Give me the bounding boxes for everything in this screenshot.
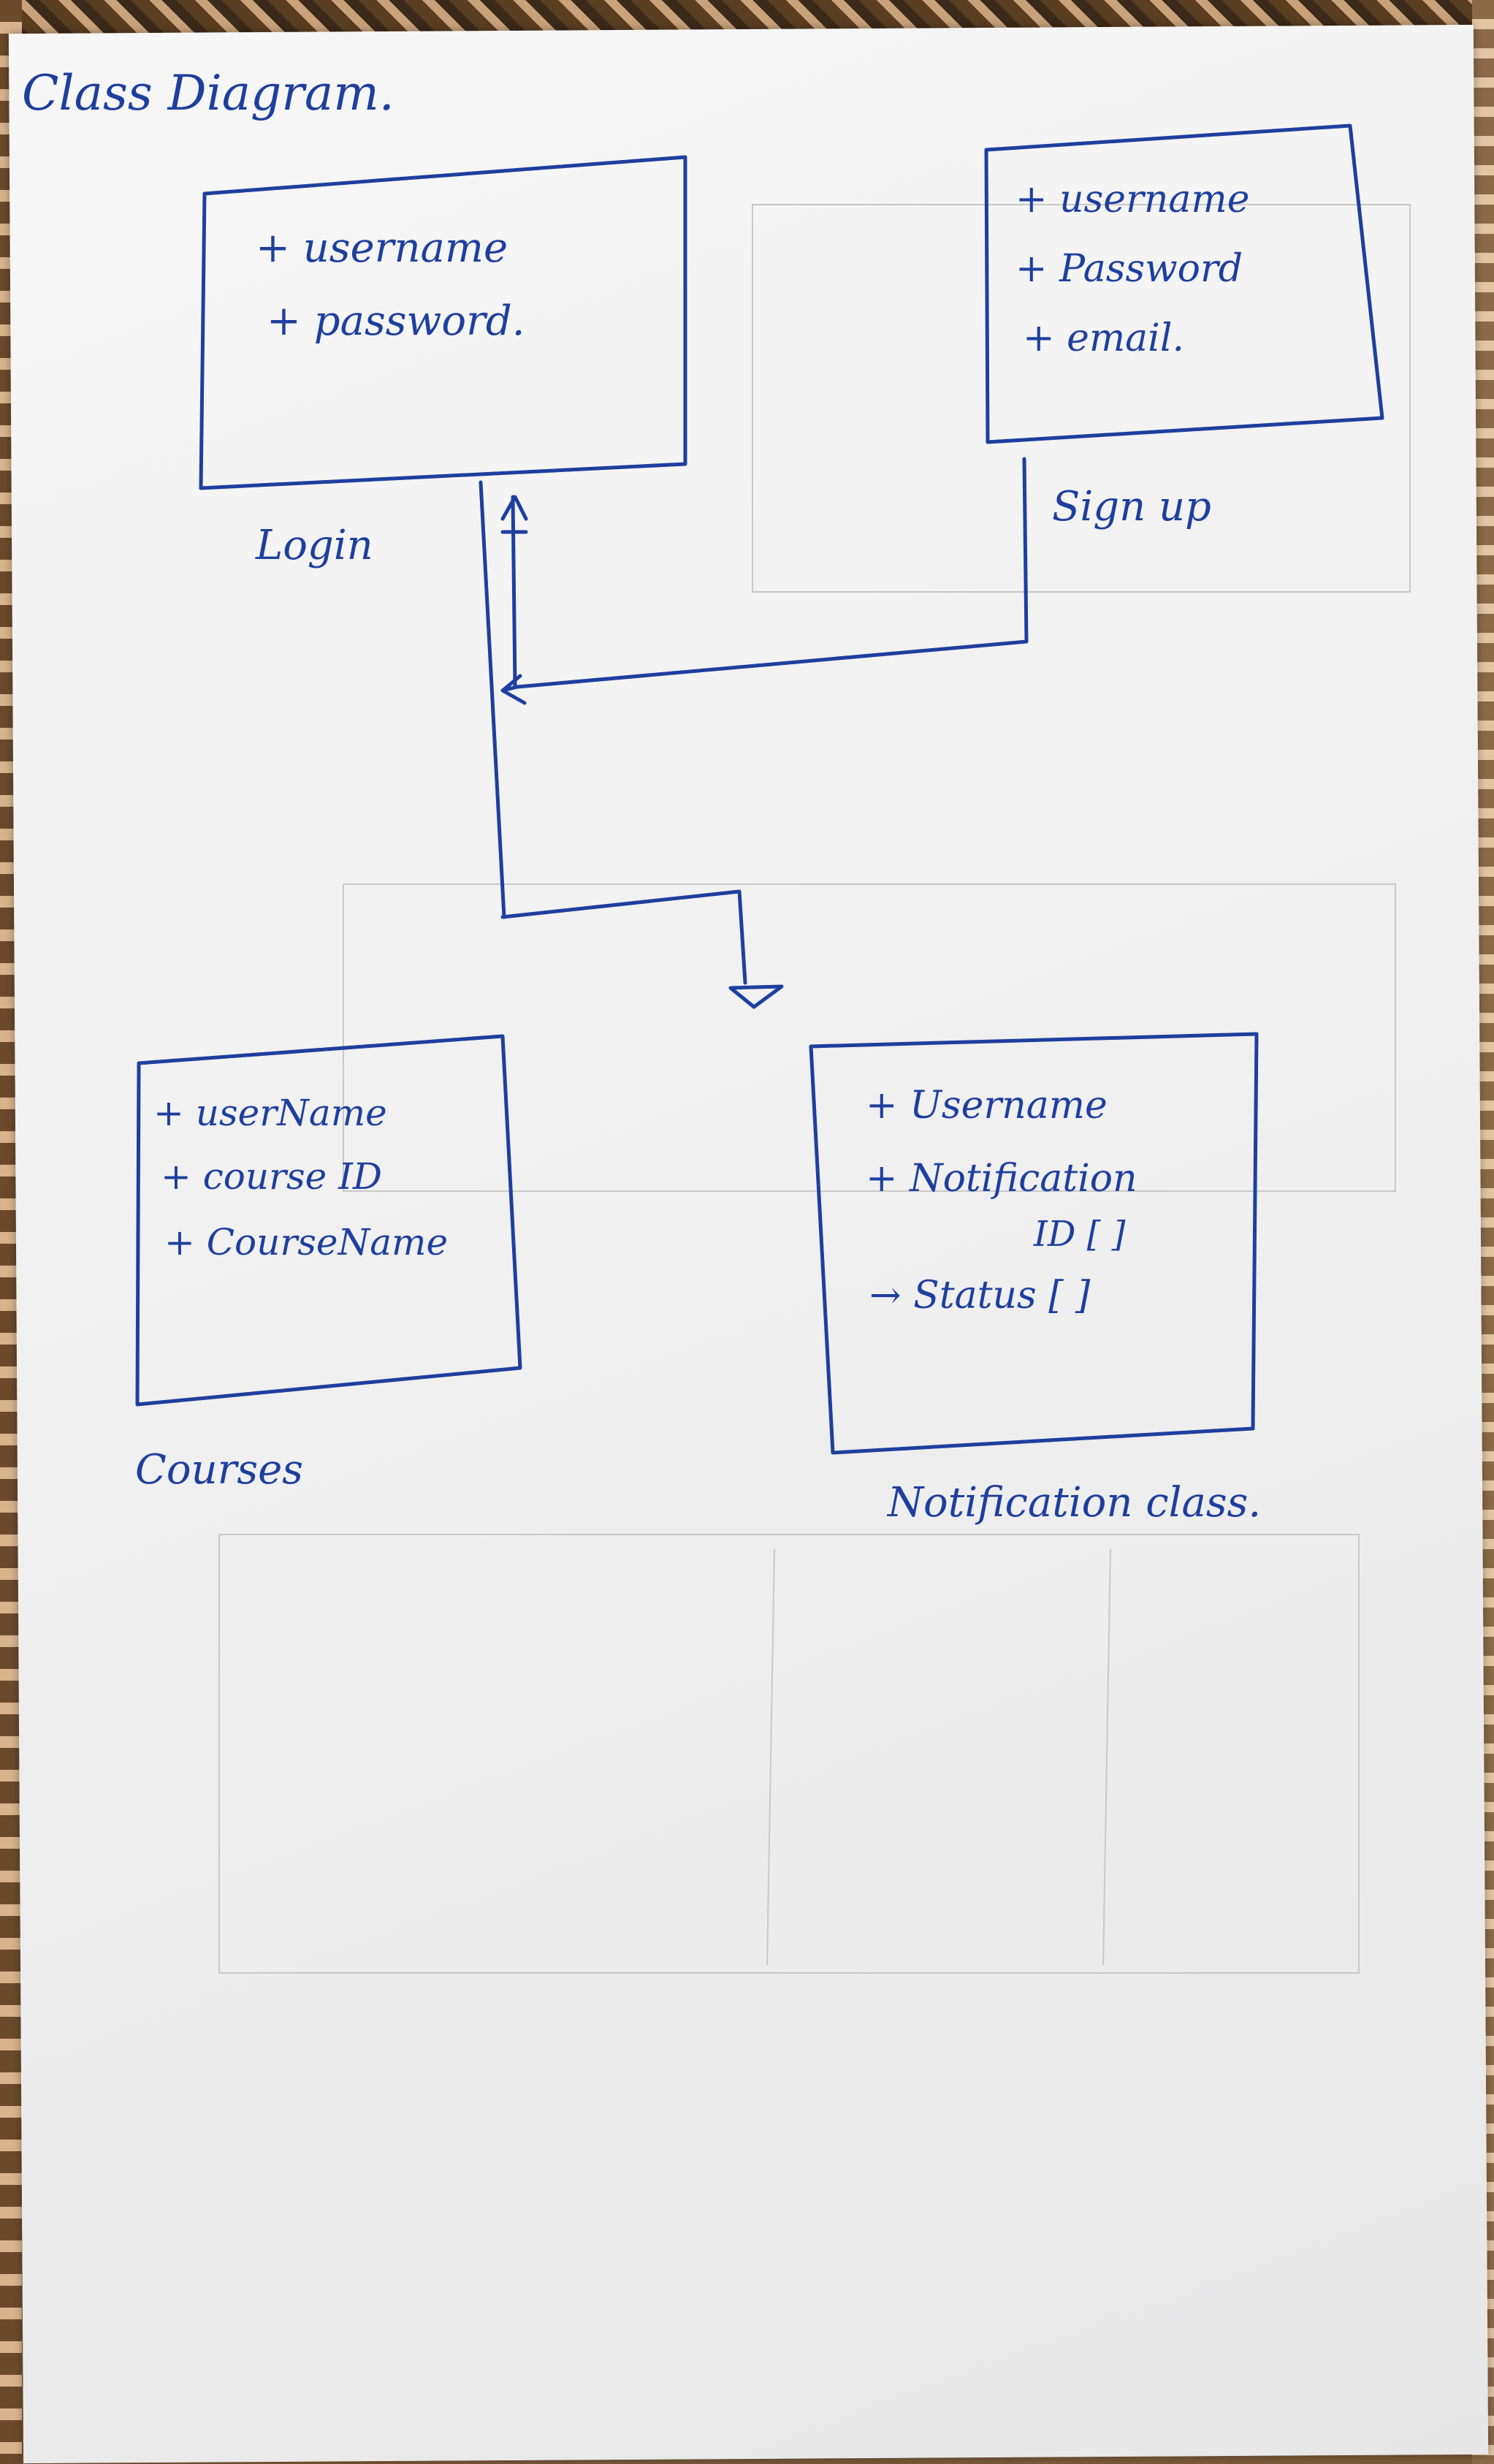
login-down-line bbox=[479, 480, 506, 919]
notification-attribute: ID [ ] bbox=[1033, 1214, 1126, 1255]
login-class-name: Login bbox=[255, 522, 373, 569]
diagram-title: Class Diagram. bbox=[22, 65, 395, 121]
login-class: + username + password. Login bbox=[199, 155, 687, 569]
notification-arrowhead bbox=[728, 984, 784, 1009]
login-attribute: + username bbox=[256, 224, 508, 272]
signup-attribute: + username bbox=[1015, 178, 1249, 221]
signup-to-junction-line bbox=[515, 457, 1029, 689]
login-up-arrow bbox=[500, 495, 528, 689]
signup-class-name: Sign up bbox=[1052, 483, 1211, 531]
courses-attribute: + course ID bbox=[161, 1155, 382, 1198]
notification-class-box bbox=[809, 1032, 1259, 1455]
courses-attribute: + CourseName bbox=[164, 1221, 448, 1263]
notification-class: + Username + Notification ID [ ] → Statu… bbox=[809, 1032, 1261, 1526]
association-connectors bbox=[479, 457, 1029, 1009]
signup-class: + username + Password + email. Sign up bbox=[984, 123, 1384, 531]
login-attribute: + password. bbox=[267, 297, 525, 345]
signup-class-box bbox=[984, 123, 1384, 444]
notification-attribute: + Username bbox=[866, 1084, 1108, 1128]
courses-class: + userName + course ID + CourseName Cour… bbox=[135, 1034, 522, 1494]
login-class-box bbox=[199, 155, 687, 490]
signup-attribute: + Password bbox=[1015, 247, 1243, 291]
courses-class-box bbox=[135, 1034, 522, 1407]
notification-class-name: Notification class. bbox=[886, 1479, 1261, 1526]
courses-class-name: Courses bbox=[135, 1446, 303, 1494]
signup-attribute: + email. bbox=[1023, 316, 1184, 360]
show-through-sketch bbox=[218, 204, 1411, 1974]
to-notification-line bbox=[500, 889, 747, 985]
notification-attribute: + Notification bbox=[866, 1157, 1137, 1201]
courses-attribute: + userName bbox=[153, 1092, 387, 1134]
notification-attribute: → Status [ ] bbox=[869, 1274, 1091, 1317]
junction-arrowhead bbox=[500, 674, 527, 705]
